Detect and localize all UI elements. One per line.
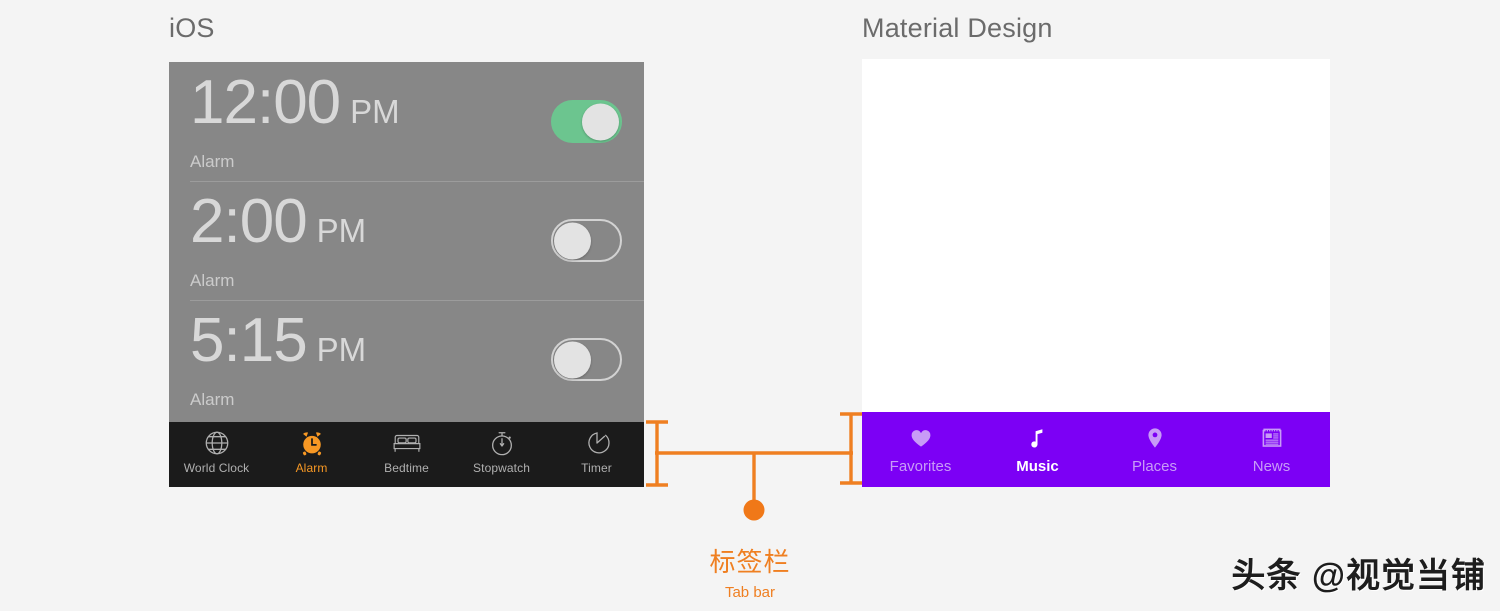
toggle-knob	[554, 222, 591, 259]
ios-section-title: iOS	[169, 13, 215, 43]
ios-tab-stopwatch[interactable]: Stopwatch	[454, 428, 549, 475]
ios-tab-label: World Clock	[183, 461, 250, 475]
ios-tab-label: Alarm	[295, 461, 328, 475]
ios-tab-label: Bedtime	[384, 461, 429, 475]
material-tab-music[interactable]: Music	[979, 425, 1096, 475]
ios-tab-bedtime[interactable]: Bedtime	[359, 428, 454, 475]
timer-icon	[583, 428, 611, 458]
ios-tab-alarm[interactable]: Alarm	[264, 428, 359, 475]
map-pin-icon	[1143, 425, 1167, 451]
alarm-time-meridiem: PM	[316, 330, 367, 368]
annotation-label-en: Tab bar	[724, 584, 776, 601]
toggle-knob	[582, 103, 619, 140]
material-tab-favorites[interactable]: Favorites	[862, 425, 979, 475]
alarm-time-value: 5:15	[190, 305, 308, 375]
ios-tab-label: Stopwatch	[473, 461, 530, 475]
alarm-label: Alarm	[190, 389, 235, 409]
watermark: 头条 @视觉当铺	[1231, 557, 1486, 595]
material-content-area	[862, 59, 1330, 412]
material-tab-news[interactable]: News	[1213, 425, 1330, 475]
material-tab-label: Favorites	[889, 457, 952, 475]
heart-icon	[909, 425, 933, 451]
annotation-label-zh: 标签栏	[709, 547, 791, 577]
ios-tab-bar: World Clock Alarm	[169, 422, 644, 487]
globe-icon	[203, 428, 231, 458]
alarm-label: Alarm	[190, 270, 235, 290]
alarm-toggle-switch[interactable]	[551, 100, 622, 143]
material-tab-label: Places	[1131, 457, 1178, 475]
material-tab-bar: Favorites Music Places	[862, 412, 1330, 487]
material-section-title: Material Design	[862, 13, 1053, 43]
material-tab-places[interactable]: Places	[1096, 425, 1213, 475]
annotation-dot	[743, 499, 765, 521]
alarm-toggle-switch[interactable]	[551, 219, 622, 262]
alarm-time-meridiem: PM	[350, 92, 400, 130]
alarm-clock-icon	[298, 428, 326, 458]
stopwatch-icon	[488, 428, 516, 458]
alarm-time-value: 2:00	[190, 186, 308, 256]
toggle-knob	[554, 341, 591, 378]
alarm-time-meridiem: PM	[316, 211, 367, 249]
ios-tab-timer[interactable]: Timer	[549, 428, 644, 475]
ios-tab-world-clock[interactable]: World Clock	[169, 428, 264, 475]
alarm-toggle-switch[interactable]	[551, 338, 622, 381]
alarm-label: Alarm	[190, 151, 235, 171]
alarm-time-value: 12:00	[190, 67, 341, 137]
bed-icon	[392, 428, 422, 458]
material-tab-label: News	[1252, 457, 1291, 475]
music-note-icon	[1026, 425, 1050, 451]
ios-tab-label: Timer	[581, 461, 612, 475]
material-phone-panel: Favorites Music Places	[862, 59, 1330, 487]
newspaper-icon	[1260, 425, 1284, 451]
material-tab-label: Music	[1016, 457, 1059, 475]
